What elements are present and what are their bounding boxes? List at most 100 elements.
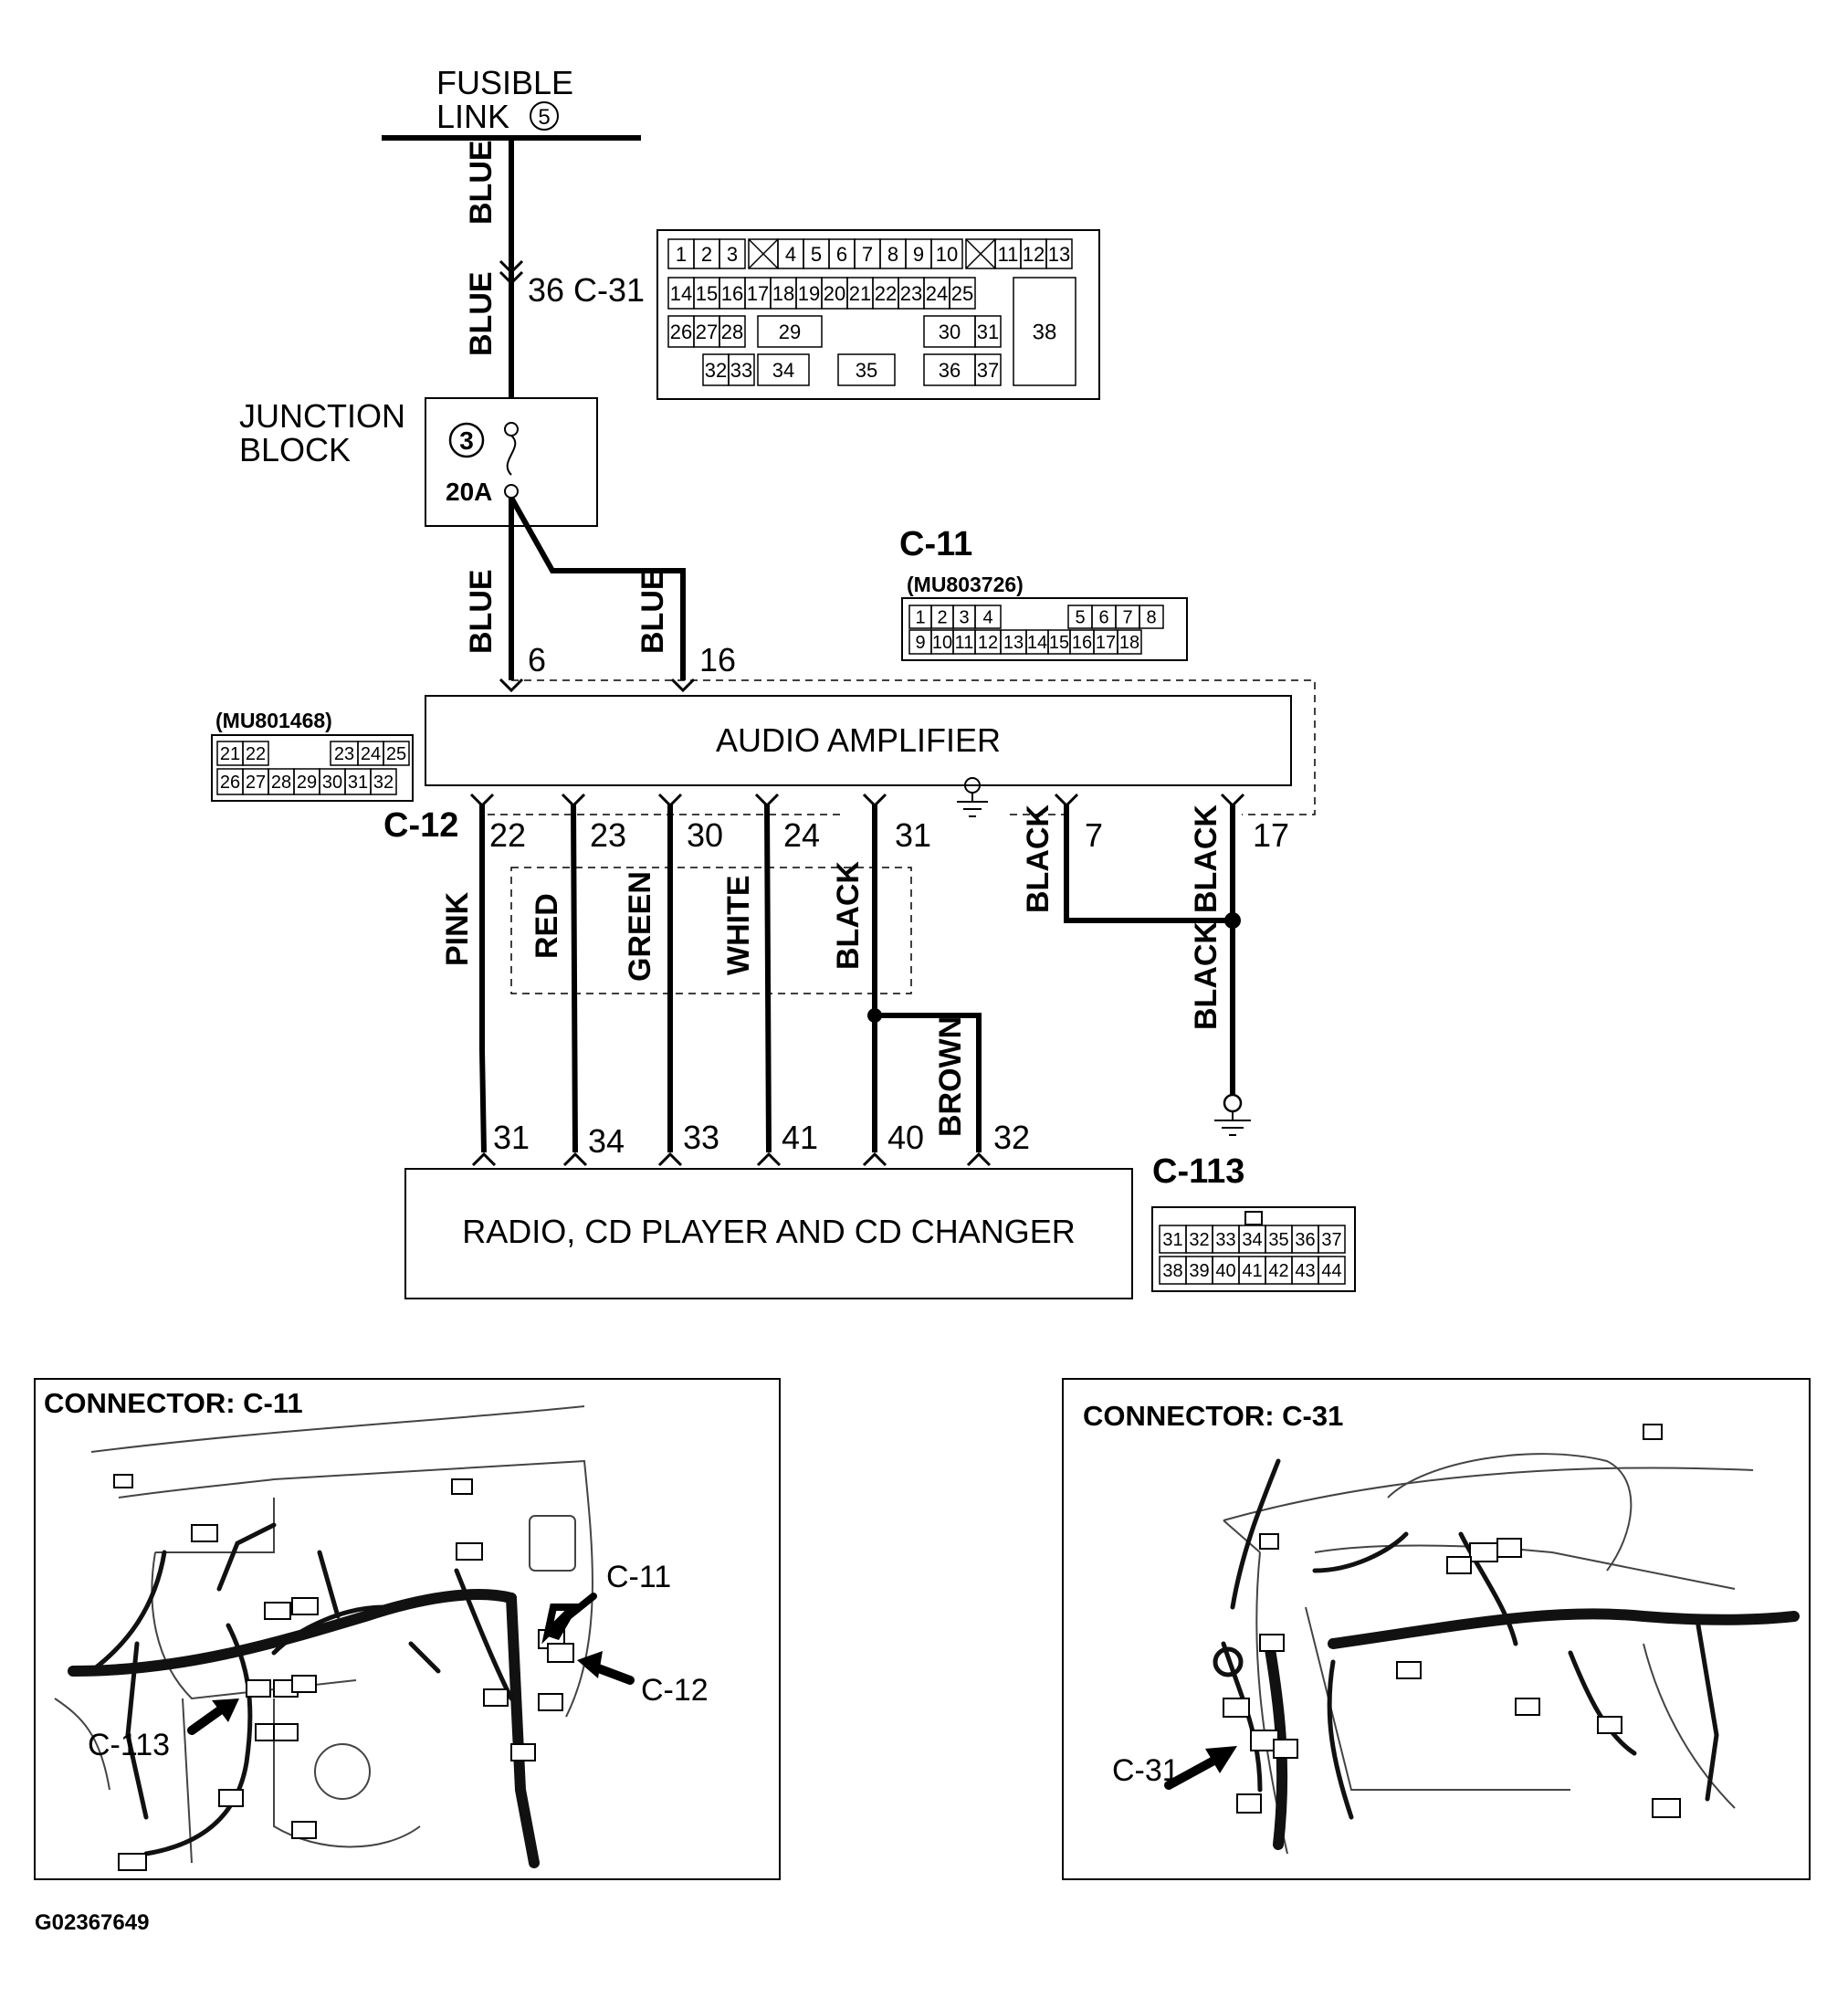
c113-pin-37-cell <box>1318 1225 1346 1254</box>
fusible-link-number: 5 <box>538 105 550 130</box>
wire-label-white: WHITE <box>721 875 756 975</box>
amp-pin-6: 6 <box>528 641 546 678</box>
radio-pin-32: 32 <box>993 1119 1030 1156</box>
c31-pin-31-cell <box>974 315 1002 348</box>
wire-label-black-31: BLACK <box>831 861 866 970</box>
c31-pin-blank-unused-mark <box>965 238 996 269</box>
c31-pin-34-cell <box>757 353 810 386</box>
c113-pin-40-label: 40 <box>1215 1261 1235 1281</box>
wire-label-blue-2: BLUE <box>464 271 499 356</box>
c31-pin-15-label: 15 <box>696 282 718 305</box>
c31-pin-38-label: 38 <box>1033 321 1057 345</box>
c31-pin-blank-unused-mark <box>748 238 779 269</box>
c12-pin-23-label: 23 <box>334 744 354 764</box>
amp-bottom-terminals <box>469 793 1245 808</box>
c31-pin-10-cell <box>930 238 963 269</box>
c31-pin-4-label: 4 <box>785 243 796 266</box>
amp-pin-31: 31 <box>895 816 931 854</box>
c113-pin-32-label: 32 <box>1189 1230 1209 1250</box>
c11-pin-4-cell <box>974 605 1002 629</box>
wire-label-blue-6: BLUE <box>464 569 499 654</box>
c31-pin-3-label: 3 <box>727 243 738 266</box>
left-callout-c11: C-11 <box>606 1560 671 1594</box>
radio-terminals <box>471 1151 992 1167</box>
c11-pin-15-label: 15 <box>1049 633 1069 653</box>
c31-pin-8-label: 8 <box>887 243 898 266</box>
c31-pin-20-label: 20 <box>824 282 845 305</box>
c11-pin-18-label: 18 <box>1119 633 1139 653</box>
c11-pin-18-cell <box>1117 629 1142 655</box>
radio-pin-33: 33 <box>683 1119 719 1156</box>
right-callout-c31: C-31 <box>1112 1753 1180 1788</box>
c31-pin-11-label: 11 <box>998 243 1019 266</box>
c12-pin-29-label: 29 <box>297 773 317 793</box>
c31-pin-10-label: 10 <box>936 243 958 266</box>
c12-pin-25-label: 25 <box>386 744 406 764</box>
fuse-number: 3 <box>459 426 474 455</box>
connector-c11-location-panel: CONNECTOR: C-11 <box>34 1378 781 1880</box>
c31-pin-33-cell <box>728 353 755 386</box>
c31-pin-21-label: 21 <box>849 282 871 305</box>
junction-block: JUNCTION BLOCK 3 20A <box>239 397 598 527</box>
c113-pin-42-label: 42 <box>1268 1261 1288 1281</box>
connector-c12-part-number: (MU801468) <box>215 709 332 732</box>
c31-pin-37-label: 37 <box>977 359 999 382</box>
radio-pin-40: 40 <box>887 1119 924 1156</box>
wire-pink <box>479 804 487 1153</box>
c31-pin-22-label: 22 <box>875 282 897 305</box>
c31-pin-12-label: 12 <box>1023 243 1045 266</box>
amplifier-shield-dashed <box>482 679 1316 815</box>
c31-pin-14-label: 14 <box>670 282 692 305</box>
connector-c11-label: C-11 <box>899 525 972 563</box>
c113-pin-44-label: 44 <box>1321 1261 1341 1281</box>
c12-pin-30-label: 30 <box>322 773 342 793</box>
fusible-link-number-circle <box>530 101 559 131</box>
c11-pin-3-label: 3 <box>959 608 969 628</box>
wire-label-green: GREEN <box>623 871 657 982</box>
c11-pin-1-label: 1 <box>915 608 925 628</box>
c31-pin-29-label: 29 <box>779 321 801 343</box>
c113-pin-43-label: 43 <box>1295 1261 1315 1281</box>
c31-pin-19-label: 19 <box>798 282 820 305</box>
audio-amplifier-label: AUDIO AMPLIFIER <box>716 721 1001 759</box>
splice-black-brown <box>867 1008 882 1023</box>
left-callout-c12: C-12 <box>641 1673 709 1708</box>
wire-white <box>764 803 772 1153</box>
c12-pin-27-label: 27 <box>246 773 266 793</box>
wire-black-7 <box>1064 804 1233 923</box>
c31-pin-28-label: 28 <box>721 321 743 343</box>
connector-c31-location-panel: CONNECTOR: C-31 C-31 <box>1062 1378 1811 1880</box>
wire-blue-pin16 <box>509 496 686 680</box>
c31-pin-27-label: 27 <box>696 321 718 343</box>
amp-pin-17: 17 <box>1253 816 1289 854</box>
audio-amplifier-box <box>425 695 1292 786</box>
c12-pin-26-label: 26 <box>220 773 240 793</box>
wire-label-black-7: BLACK <box>1021 804 1055 913</box>
wire-label-pink: PINK <box>440 891 475 966</box>
c31-pin-6-label: 6 <box>836 243 847 266</box>
amp-pin-23: 23 <box>590 816 626 854</box>
connector-c11-part-number: (MU803726) <box>907 573 1024 596</box>
c31-pin-25-label: 25 <box>951 282 973 305</box>
wire-label-black-ground: BLACK <box>1189 921 1223 1030</box>
radio-box <box>404 1168 1133 1299</box>
c11-pin-16-label: 16 <box>1072 633 1092 653</box>
fusible-link-label-2: LINK <box>436 98 509 135</box>
c31-pin-18-label: 18 <box>772 282 794 305</box>
radio-label: RADIO, CD PLAYER AND CD CHANGER <box>462 1213 1075 1250</box>
c11-pin-14-label: 14 <box>1027 633 1047 653</box>
c31-pin-35-label: 35 <box>856 359 877 382</box>
fuse-symbol <box>506 435 517 476</box>
radio-pin-31: 31 <box>493 1119 530 1156</box>
c31-pin-7-label: 7 <box>862 243 873 266</box>
c31-pin-2-label: 2 <box>701 243 712 266</box>
c31-pin-16-label: 16 <box>721 282 743 305</box>
c11-pin-9-label: 9 <box>915 633 925 653</box>
c31-pin-33-label: 33 <box>730 359 752 382</box>
c31-pin-13-cell <box>1045 238 1073 269</box>
c113-pin-34-label: 34 <box>1242 1230 1262 1250</box>
wire-label-blue-1: BLUE <box>464 140 499 225</box>
amp-pin-24: 24 <box>783 816 820 854</box>
